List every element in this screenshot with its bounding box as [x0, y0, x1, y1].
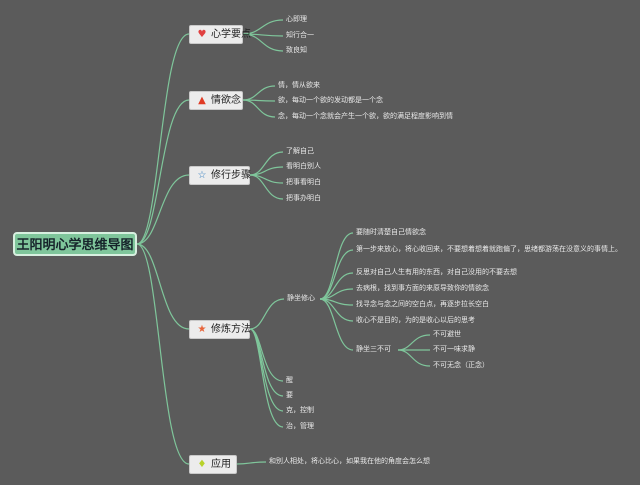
branch-xinxue[interactable]: ♥ 心学要点	[189, 25, 251, 44]
leaf-item[interactable]: 第一步来放心，将心收回来，不要想着想着就跑偏了，思绪都游荡在没意义的事情上。	[356, 245, 622, 253]
leaf-item[interactable]: 克，控制	[286, 406, 314, 414]
leaf-item[interactable]: 心即理	[286, 15, 307, 23]
leaf-item[interactable]: 治，管理	[286, 422, 314, 430]
leaf-item[interactable]: 念，每动一个念就会产生一个欲，欲的满足程度影响到情	[278, 112, 453, 120]
leaf-item[interactable]: 欲，每动一个欲的发动都是一个念	[278, 96, 383, 104]
branch-qingyu[interactable]: ▲ 情欲念	[189, 91, 243, 110]
leaf-item[interactable]: 了解自己	[286, 147, 314, 155]
heart-icon: ♥	[197, 29, 207, 40]
leaf-item[interactable]: 不可一味求静	[433, 345, 475, 353]
subtopic-busanbu[interactable]: 静坐三不可	[356, 345, 391, 353]
diamond-icon: ♦	[197, 459, 207, 470]
leaf-item[interactable]: 找寻念与念之间的空白点，再逐步拉长空白	[356, 300, 489, 308]
root-topic[interactable]: 王阳明心学思维导图	[13, 232, 137, 256]
leaf-item[interactable]: 情，情从欲来	[278, 81, 320, 89]
branch-label: 应用	[211, 459, 231, 470]
leaf-item[interactable]: 致良知	[286, 46, 307, 54]
leaf-item[interactable]: 去病根，找到事方面的来原导致你的情欲念	[356, 284, 489, 292]
star-outline-icon: ☆	[197, 170, 207, 181]
branch-label: 修炼方法	[211, 324, 251, 335]
warning-icon: ▲	[198, 95, 206, 106]
leaf-item[interactable]: 不可避世	[433, 330, 461, 338]
leaf-item[interactable]: 醒	[286, 376, 293, 384]
leaf-item[interactable]: 反思对自己人生有用的东西，对自己没用的不要去想	[356, 268, 517, 276]
branch-xiuxing[interactable]: ☆ 修行步骤	[189, 166, 251, 185]
branch-label: 修行步骤	[211, 170, 251, 181]
branch-label: 情欲念	[211, 95, 241, 106]
leaf-item[interactable]: 收心不是目的，为的是收心以后的思考	[356, 316, 475, 324]
leaf-item[interactable]: 把事看明白	[286, 178, 321, 186]
leaf-item[interactable]: 和别人相处，将心比心，如果我在他的角度会怎么想	[269, 457, 430, 465]
leaf-item[interactable]: 要随时清楚自己情欲念	[356, 228, 426, 236]
star-icon: ★	[197, 324, 207, 335]
branch-yingyong[interactable]: ♦ 应用	[189, 455, 237, 474]
branch-xiulian[interactable]: ★ 修炼方法	[189, 320, 251, 339]
branch-label: 心学要点	[211, 29, 251, 40]
leaf-item[interactable]: 知行合一	[286, 31, 314, 39]
subtopic-jingzuo[interactable]: 静坐修心	[287, 294, 315, 302]
leaf-item[interactable]: 不可无念（正念）	[433, 361, 489, 369]
leaf-item[interactable]: 要	[286, 391, 293, 399]
leaf-item[interactable]: 把事办明白	[286, 194, 321, 202]
leaf-item[interactable]: 看明白别人	[286, 162, 321, 170]
